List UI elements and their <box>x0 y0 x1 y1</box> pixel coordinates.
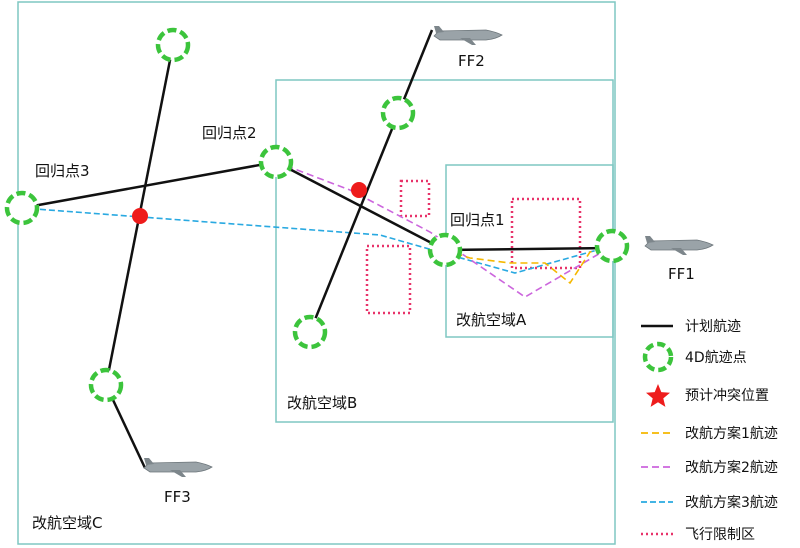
aircraft-ff3-label: FF3 <box>164 488 191 506</box>
waypoints <box>4 27 630 403</box>
airspace-c-label: 改航空域C <box>32 514 102 532</box>
planned-route-ff1 <box>444 246 613 252</box>
legend-plan1-label: 改航方案1航迹 <box>685 425 778 442</box>
plan1-route <box>444 245 613 285</box>
waypoint-4d <box>88 367 124 403</box>
planned-route-return3 <box>21 160 277 210</box>
waypoint-4d <box>380 95 416 131</box>
airspace-a-label: 改航空域A <box>456 311 527 329</box>
aircraft-ff2-label: FF2 <box>458 52 485 70</box>
restricted-area <box>365 244 412 315</box>
return-point-1-label: 回归点1 <box>450 211 505 229</box>
return-point-3-label: 回归点3 <box>35 162 90 180</box>
waypoint-4d <box>4 190 40 226</box>
legend-waypoint-icon <box>642 341 674 373</box>
planned-route-ff2 <box>308 29 434 333</box>
waypoint-4d <box>594 228 630 264</box>
legend-waypoint-label: 4D航迹点 <box>685 350 747 366</box>
waypoint-4d <box>427 232 463 268</box>
legend-conflict-star-icon <box>646 384 670 407</box>
conflict-point <box>351 182 367 198</box>
airspace-b-label: 改航空域B <box>287 394 357 412</box>
conflict-point <box>132 208 148 224</box>
aircraft-ff1-icon <box>644 236 714 255</box>
restricted-area <box>510 197 582 270</box>
legend-plan2-label: 改航方案2航迹 <box>685 459 778 476</box>
legend-conflict-label: 预计冲突位置 <box>685 388 769 404</box>
legend-restricted-label: 飞行限制区 <box>685 527 755 543</box>
waypoint-4d <box>258 144 294 180</box>
legend-planned-route-label: 计划航迹 <box>685 319 741 335</box>
waypoint-4d <box>155 27 191 63</box>
aircraft-ff2-icon <box>433 26 503 45</box>
restricted-area <box>399 179 431 218</box>
waypoint-4d <box>292 314 328 350</box>
legend: 计划航迹 4D航迹点 预计冲突位置 改航方案1航迹 改航方案2航迹 改航方案3航… <box>641 319 778 543</box>
planned-route-return2 <box>275 160 446 252</box>
aircraft-ff1-label: FF1 <box>668 265 695 283</box>
plan3-route <box>21 207 613 274</box>
return-point-2-label: 回归点2 <box>202 124 257 142</box>
aircraft-ff3-icon <box>143 458 213 477</box>
legend-plan3-label: 改航方案3航迹 <box>685 494 778 511</box>
airspace-c-border <box>17 1 616 545</box>
